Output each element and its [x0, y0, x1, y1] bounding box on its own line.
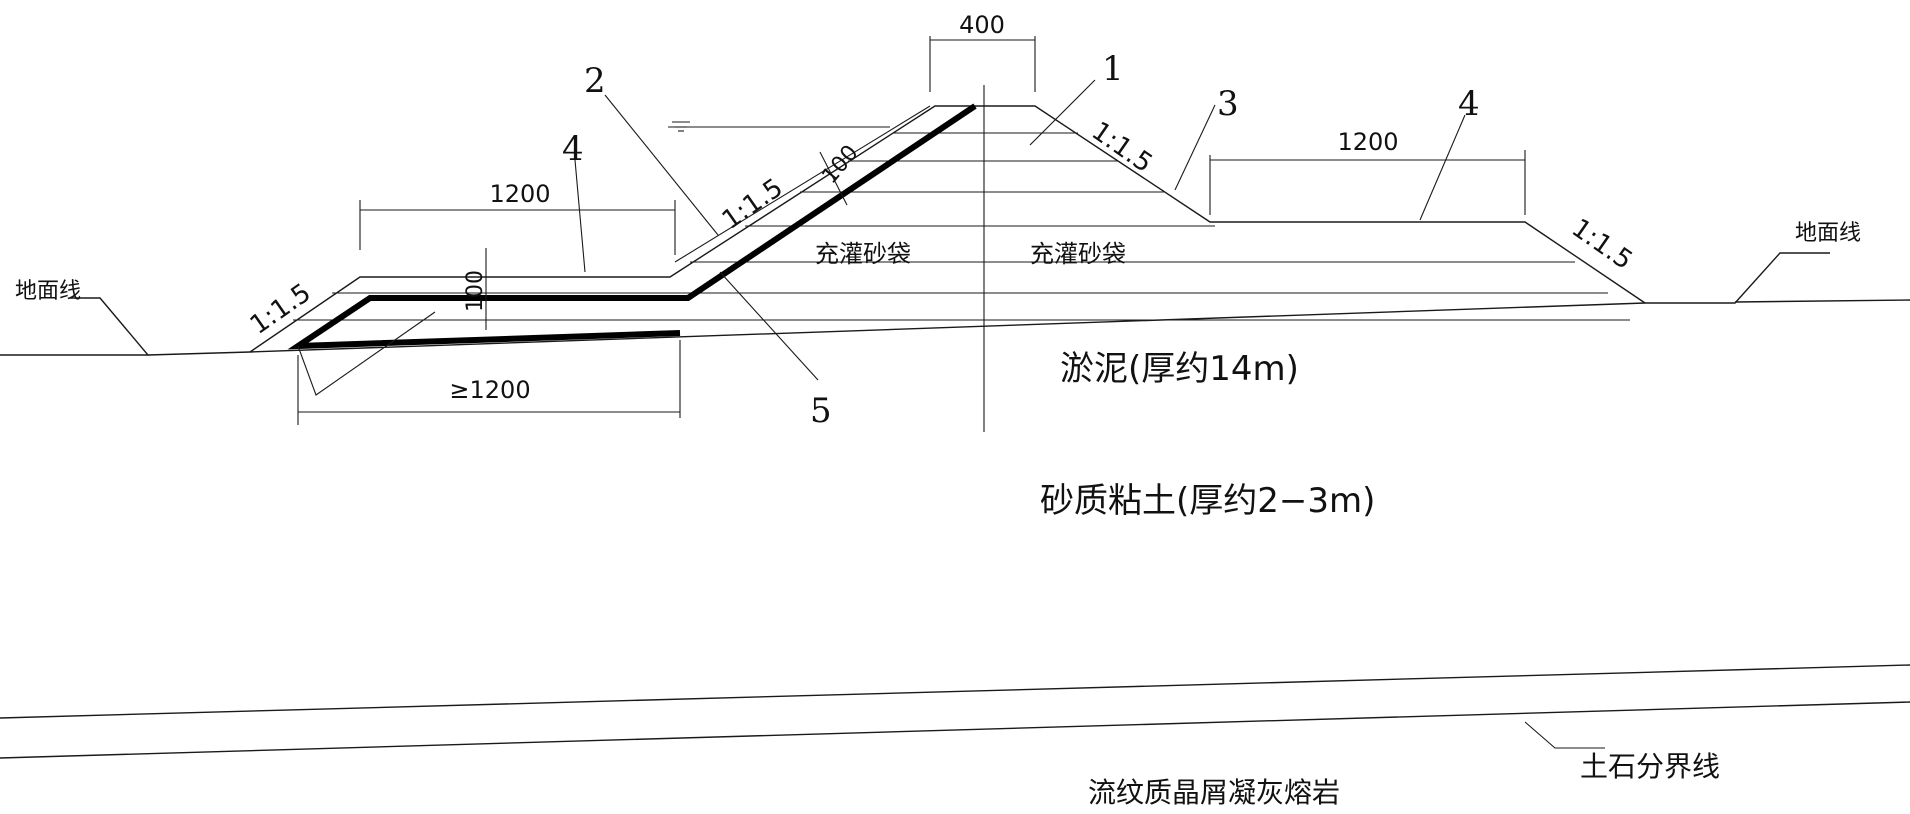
callout-leader-3 [1174, 104, 1216, 191]
label-rock: 流纹质晶屑凝灰熔岩 [1088, 776, 1340, 809]
dim-berm-left: 1200 [489, 180, 550, 208]
ground-line-right [1645, 252, 1830, 304]
original-ground-surface [249, 302, 1646, 353]
callout-3: 3 [1217, 84, 1239, 124]
dim-berm-right: 1200 [1337, 128, 1398, 156]
boundary-line-upper [0, 664, 1910, 719]
label-sand-bag-right: 充灌砂袋 [1030, 240, 1126, 268]
callout-leader-1 [1029, 79, 1096, 146]
callout-1: 1 [1102, 49, 1124, 89]
label-sandy-clay: 砂质粘土(厚约2−3m) [1040, 481, 1375, 521]
ground-line-left-base [147, 351, 251, 356]
slope-right-outer: 1:1.5 [1566, 213, 1638, 276]
label-ground-right: 地面线 [1795, 221, 1861, 246]
dim-toe-length: ≥1200 [449, 376, 530, 404]
boundary-leader [1524, 721, 1605, 749]
reinforcement-bag-outline [287, 103, 977, 350]
dim-bag-thickness-base: 100 [463, 270, 488, 312]
callout-4-left: 4 [562, 129, 584, 169]
label-ground-left: 地面线 [15, 279, 81, 304]
embankment-outline [249, 105, 1646, 353]
toe-wedge [297, 311, 436, 396]
callout-leader-5 [719, 271, 819, 381]
label-silt: 淤泥(厚约14m) [1060, 349, 1299, 389]
label-sand-bag-left: 充灌砂袋 [815, 240, 911, 268]
label-soil-rock-line: 土石分界线 [1580, 750, 1720, 783]
ground-line-right-base [1734, 299, 1910, 303]
slope-right-inner: 1:1.5 [1086, 116, 1158, 179]
dim-line-slope-thickness [819, 151, 848, 206]
boundary-line-lower [0, 701, 1910, 759]
callout-leader-4-left [574, 159, 586, 273]
callout-leader-4-right [1419, 114, 1466, 221]
ground-line-left [0, 297, 150, 356]
inner-slope-line [674, 105, 931, 263]
callout-4-right: 4 [1458, 84, 1480, 124]
callout-2: 2 [584, 61, 606, 101]
callout-5: 5 [810, 391, 832, 431]
callout-leader-2 [604, 94, 719, 236]
dim-crest-width: 400 [959, 11, 1005, 39]
